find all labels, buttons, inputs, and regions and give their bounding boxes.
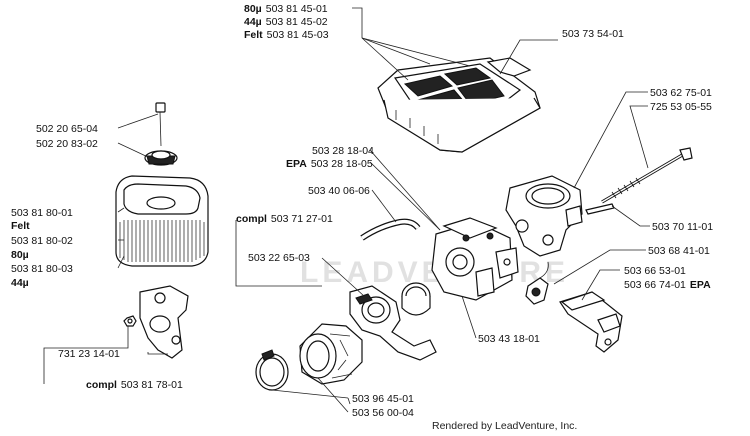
label-carb-epa-pn: 503 28 18-05 [311,158,373,170]
label-bracket-compl: compl 503 81 78-01 [86,379,183,391]
label-cover-80: 80µ 503 81 45-01 [244,3,328,15]
label-cover-44: 44µ 503 81 45-02 [244,16,328,28]
label-manifold-pn2: 725 53 05-55 [650,101,712,113]
label-knob-pn2: 502 20 83-02 [36,138,98,150]
label-hose-pn: 503 40 06-06 [308,185,370,197]
filter-bracket [123,285,189,359]
label-nut-pn: 731 23 14-01 [58,348,120,360]
hose-clamp [255,349,289,391]
label-cover-felt-pn: 503 81 45-03 [267,29,329,41]
label-cover-pn: 503 73 54-01 [562,28,624,40]
label-carb-body-pn: 503 43 18-01 [478,333,540,345]
intake-boot [299,323,363,385]
label-cover-44-prefix: 44µ [244,16,262,28]
label-spring-pn: 503 70 11-01 [652,221,713,233]
label-shield-pn1: 503 66 53-01 [624,265,686,277]
carburetor [431,217,519,301]
label-filter-felt: Felt [11,220,30,232]
label-clamp-pn: 503 96 45-01 [352,393,414,405]
label-boot-pn: 503 56 00-04 [352,407,414,419]
air-filter [115,175,209,267]
label-intake-compl-pn: 503 71 27-01 [271,213,333,225]
label-intake-compl-prefix: compl [236,213,267,225]
label-cover-44-pn: 503 81 45-02 [266,16,328,28]
spring-pin [585,203,615,215]
label-shield-epa: EPA [690,279,711,291]
gasket-ring [401,282,431,316]
label-carb-epa: EPA 503 28 18-05 [286,158,373,170]
label-cover-felt: Felt 503 81 45-03 [244,29,329,41]
label-shield-pn2: 503 66 74-01 EPA [624,279,711,291]
label-filter-pn1: 503 81 80-01 [11,207,73,219]
knob [144,102,178,166]
label-filter-pn3: 503 81 80-03 [11,263,73,275]
label-intake-pn: 503 22 65-03 [248,252,310,264]
air-filter-cover [377,57,541,153]
label-manifold-pn1: 503 62 75-01 [650,87,712,99]
throttle-lever [525,261,549,305]
label-bracket-compl-prefix: compl [86,379,117,391]
leader-lines [43,7,650,413]
label-carb-epa-prefix: EPA [286,158,307,170]
heat-shield [559,291,623,353]
label-lever-pn: 503 68 41-01 [648,245,710,257]
intake-flange [349,285,437,361]
label-knob-pn1: 502 20 65-04 [36,123,98,135]
intake-manifold [505,175,583,257]
label-filter-pn2: 503 81 80-02 [11,235,73,247]
label-carb-pn1: 503 28 18-04 [312,145,374,157]
label-shield-pn2-num: 503 66 74-01 [624,279,686,291]
label-intake-compl: compl 503 71 27-01 [236,213,333,225]
fuel-hose [360,218,421,241]
label-cover-80-prefix: 80µ [244,3,262,15]
credit-text: Rendered by LeadVenture, Inc. [432,420,577,432]
label-cover-80-pn: 503 81 45-01 [266,3,328,15]
label-cover-felt-prefix: Felt [244,29,263,41]
label-filter-44: 44µ [11,277,29,289]
long-bolt [601,147,693,204]
label-bracket-compl-pn: 503 81 78-01 [121,379,183,391]
label-filter-80: 80µ [11,249,29,261]
